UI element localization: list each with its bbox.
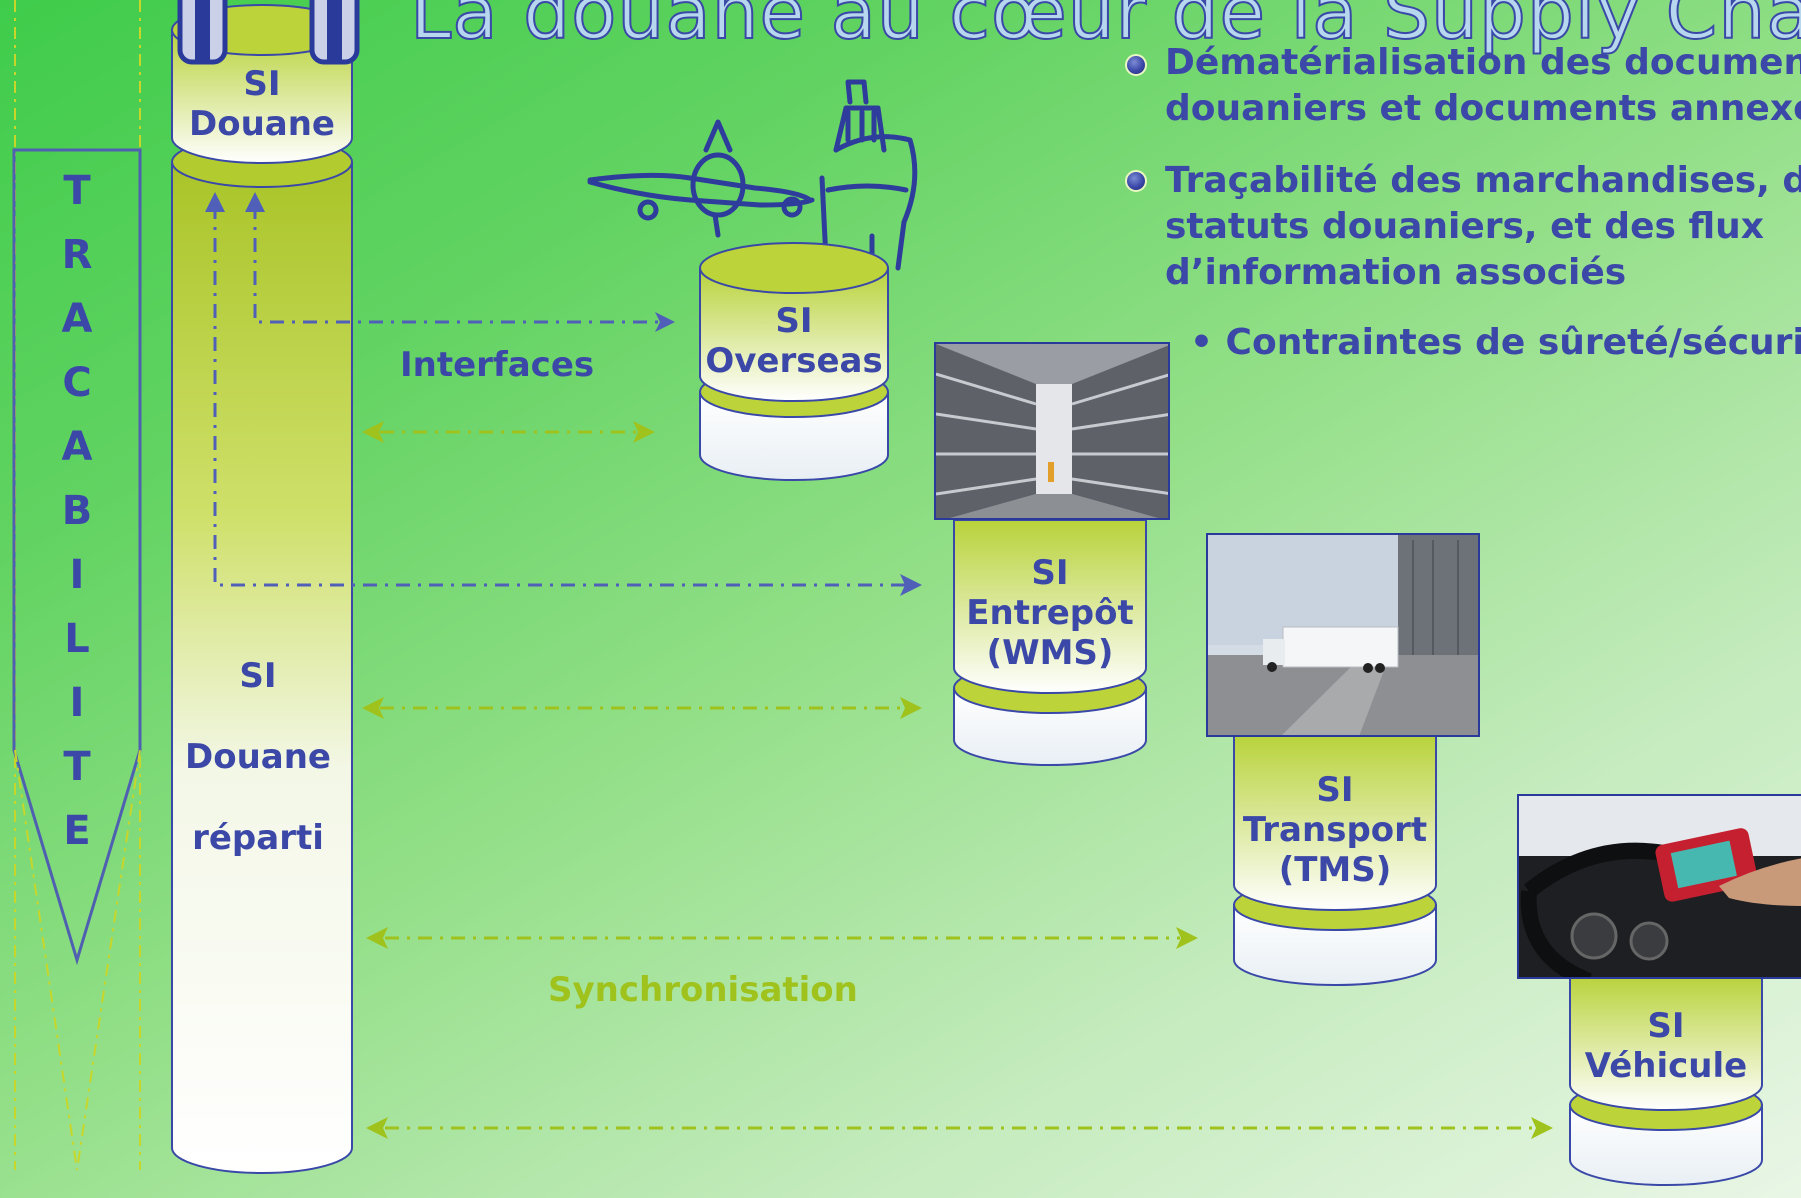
tracabilite-letter: C: [62, 360, 92, 406]
transport-line-3: (TMS): [1278, 850, 1392, 890]
plane-icon: [587, 119, 815, 238]
sub-bullet: • Contraintes de sûreté/sécurité: [1190, 322, 1801, 363]
tracabilite-letter: T: [63, 744, 91, 790]
transport-label: SI Transport (TMS): [1234, 770, 1436, 890]
douane-top-label: SI Douane: [172, 64, 352, 144]
interface-arrowheads: [205, 192, 922, 596]
entrepot-line-2: Entrepôt: [966, 593, 1134, 633]
tracabilite-letter: I: [69, 552, 85, 598]
tracabilite-letter: A: [61, 424, 93, 470]
tracabilite-letter: R: [61, 232, 93, 278]
douane-reparti-line-1: SI: [239, 656, 277, 696]
ship-icon: [819, 79, 918, 275]
tracabilite-letter: L: [64, 616, 90, 662]
truck-photo-graphic: [1208, 535, 1478, 735]
entrepot-line-1: SI: [1031, 553, 1069, 593]
transport-line-2: Transport: [1242, 810, 1428, 850]
interfaces-label: Interfaces: [400, 345, 595, 385]
tracabilite-arrow: [12, 0, 142, 1171]
cylinder-entrepot: [953, 519, 1147, 766]
customs-building-icon: [177, 0, 360, 65]
warehouse-photo-graphic: [936, 344, 1168, 518]
bullet-2-line-3: d’information associés: [1165, 252, 1627, 293]
overseas-line-2: Overseas: [705, 341, 883, 381]
tracabilite-letter: I: [69, 680, 85, 726]
douane-reparti-line-3: réparti: [192, 818, 324, 858]
bullet-1-line-2: douaniers et documents annexes: [1165, 88, 1801, 129]
bullet-1-line-1: Dématérialisation des documents: [1165, 42, 1801, 83]
page-title: La douane au cœur de la Supply Chain: [409, 0, 1801, 57]
douane-reparti-line-2: Douane: [185, 737, 331, 777]
douane-reparti-label: SI Douane réparti: [172, 636, 344, 879]
tracabilite-letter: A: [61, 296, 93, 342]
warehouse-photo: [934, 342, 1170, 520]
vehicule-line-2: Véhicule: [1584, 1046, 1748, 1086]
interface-connectors: [213, 205, 905, 587]
synchronisation-label: Synchronisation: [548, 970, 858, 1010]
cylinder-transport: [1233, 734, 1437, 986]
vehicle-terminal-photo: [1517, 794, 1801, 979]
entrepot-label: SI Entrepôt (WMS): [954, 553, 1146, 673]
vehicule-line-1: SI: [1647, 1006, 1685, 1046]
overseas-label: SI Overseas: [700, 301, 888, 381]
bullet-2-line-1: Traçabilité des marchandises, des: [1165, 160, 1801, 201]
vehicle-terminal-photo-graphic: [1519, 796, 1801, 977]
bullet-2-line-2: statuts douaniers, et des flux: [1165, 206, 1764, 247]
bullet-dot-icon: [1125, 54, 1147, 76]
douane-top-line-1: SI: [243, 64, 281, 104]
sync-connectors: [380, 430, 1535, 1130]
transport-line-1: SI: [1316, 770, 1354, 810]
cylinder-overseas: [699, 242, 889, 481]
tracabilite-letter: T: [63, 168, 91, 214]
tracabilite-letter: B: [61, 488, 93, 534]
overseas-line-1: SI: [775, 301, 813, 341]
tracabilite-letter: E: [63, 808, 91, 854]
sync-arrowheads: [362, 421, 1553, 1139]
bullet-dot-icon: [1125, 170, 1147, 192]
vehicule-label: SI Véhicule: [1570, 1006, 1762, 1086]
truck-photo: [1206, 533, 1480, 737]
douane-top-line-2: Douane: [189, 104, 335, 144]
entrepot-line-3: (WMS): [986, 633, 1114, 673]
cylinder-vehicule: [1569, 974, 1763, 1186]
